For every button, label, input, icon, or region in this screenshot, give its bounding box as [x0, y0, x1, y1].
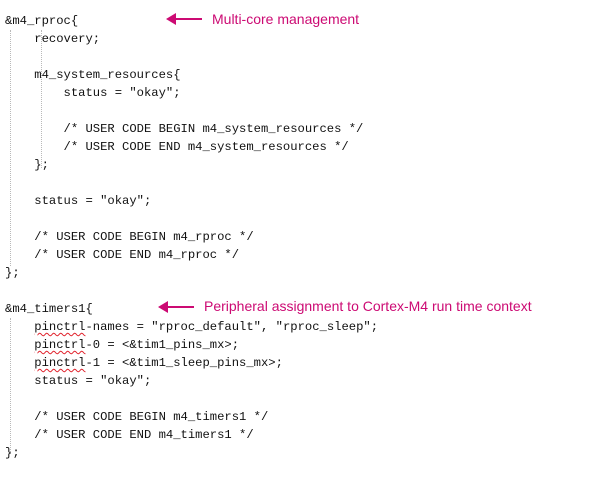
spellcheck-flag: pinctrl: [34, 320, 86, 334]
code-line: status = "okay";: [5, 374, 152, 388]
left-arrow-icon: [158, 301, 194, 313]
spellcheck-flag: pinctrl: [34, 338, 86, 352]
code-line: /* USER CODE END m4_timers1 */: [5, 428, 254, 442]
annotation-peripheral-assignment: Peripheral assignment to Cortex-M4 run t…: [204, 298, 532, 314]
code-line: };: [5, 266, 20, 280]
code-line: pinctrl-names = "rproc_default", "rproc_…: [34, 320, 379, 334]
code-line: status = "okay";: [5, 86, 181, 100]
code-line: &m4_rproc{: [5, 14, 79, 28]
code-line: status = "okay";: [5, 194, 152, 208]
code-line: m4_system_resources{: [5, 68, 181, 82]
spellcheck-flag: pinctrl: [34, 356, 86, 370]
indent-guide: [10, 318, 11, 452]
code-line: /* USER CODE END m4_system_resources */: [5, 140, 349, 154]
code-line: &m4_timers1{: [5, 302, 93, 316]
code-line: /* USER CODE END m4_rproc */: [5, 248, 240, 262]
indent-guide: [41, 30, 42, 168]
left-arrow-icon: [166, 13, 202, 25]
indent-guide: [10, 30, 11, 266]
code-line: /* USER CODE BEGIN m4_rproc */: [5, 230, 254, 244]
code-line: };: [5, 158, 49, 172]
code-line: recovery;: [5, 32, 101, 46]
annotation-multi-core: Multi-core management: [212, 11, 360, 27]
code-line: /* USER CODE BEGIN m4_timers1 */: [5, 410, 269, 424]
code-line: /* USER CODE BEGIN m4_system_resources *…: [5, 122, 364, 136]
code-line: };: [5, 446, 20, 460]
code-line: pinctrl-1 = <&tim1_sleep_pins_mx>;: [34, 356, 283, 370]
code-line: pinctrl-0 = <&tim1_pins_mx>;: [34, 338, 240, 352]
